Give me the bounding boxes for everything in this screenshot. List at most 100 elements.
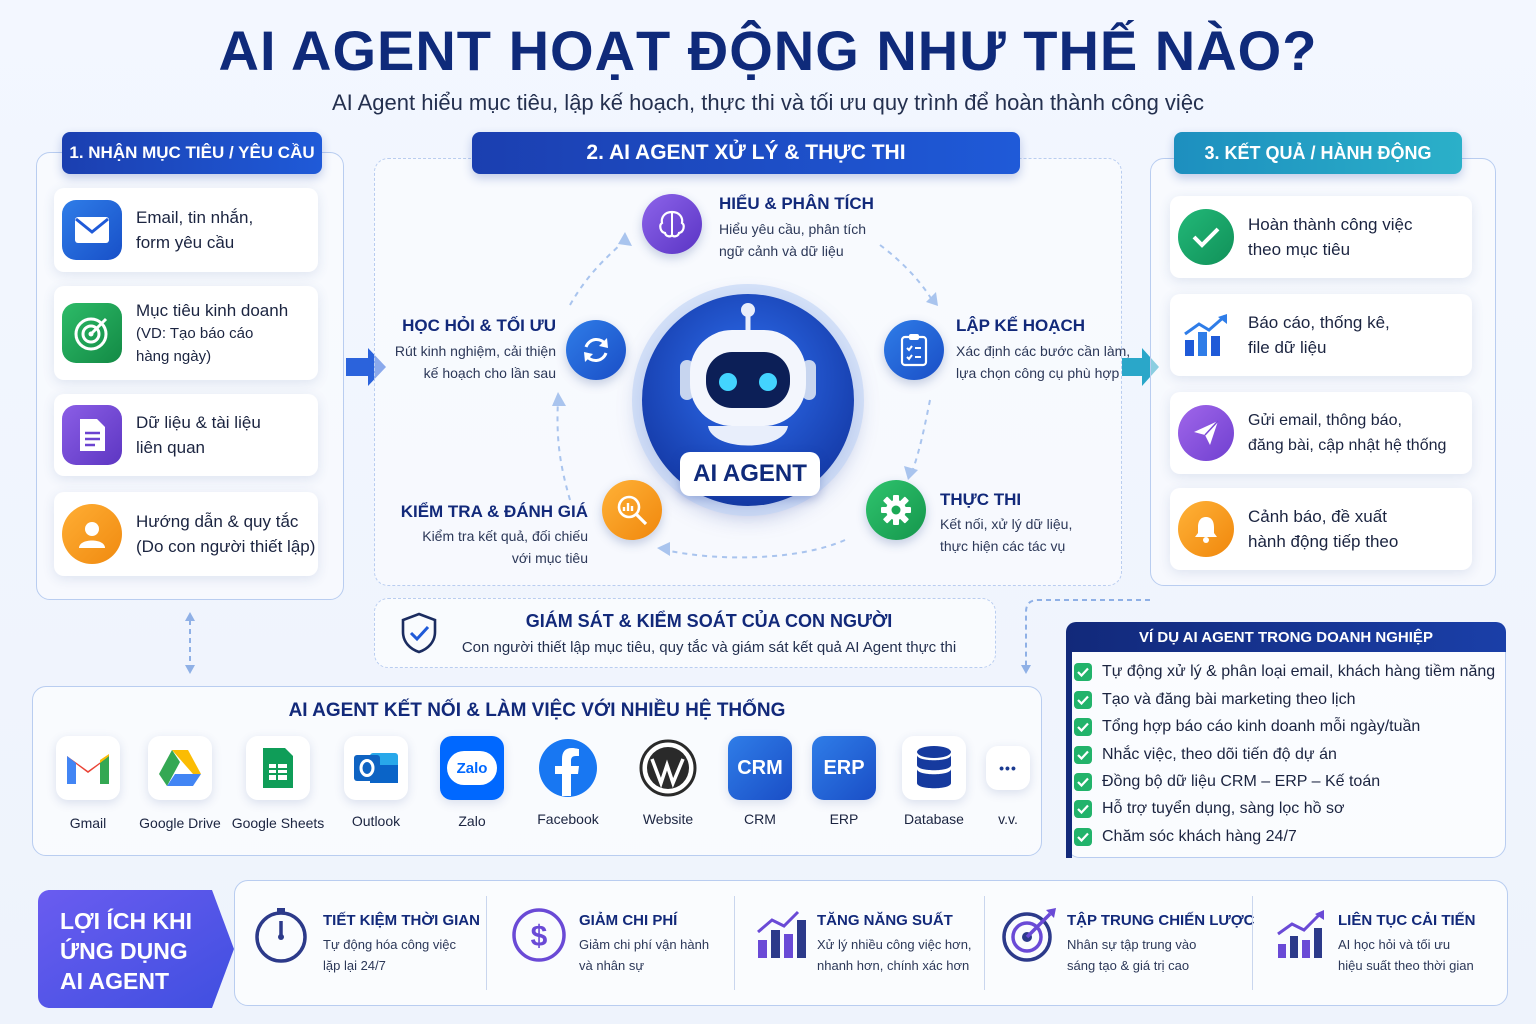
erp-logo-text: ERP <box>823 756 865 779</box>
ai-agent-label: AI AGENT <box>680 452 820 496</box>
examples-accent-bar <box>1066 652 1072 858</box>
output-tag: 3. KẾT QUẢ / HÀNH ĐỘNG <box>1174 132 1462 174</box>
check-icon <box>1074 691 1092 709</box>
benefit-divider <box>1252 896 1253 990</box>
benefit-time-title: TIẾT KIỆM THỜI GIAN <box>323 912 480 929</box>
output-card-send: Gửi email, thông báo,đăng bài, cập nhật … <box>1170 392 1472 474</box>
shield-check-icon <box>401 612 437 654</box>
benefits-heading: LỢI ÍCH KHI ỨNG DỤNG AI AGENT <box>60 908 193 994</box>
input-tag: 1. NHẬN MỤC TIÊU / YÊU CẦU <box>62 132 322 174</box>
app-label-outlook: Outlook <box>351 813 401 829</box>
benefit-cost-title: GIẢM CHI PHÍ <box>579 912 678 929</box>
gmail-icon <box>56 736 120 800</box>
app-label-crm: CRM <box>744 811 776 827</box>
mail-icon <box>62 200 122 260</box>
process-tag: 2. AI AGENT XỬ LÝ & THỰC THI <box>472 132 1020 174</box>
app-label-erp: ERP <box>829 811 859 827</box>
app-label-google-drive: Google Drive <box>139 815 221 831</box>
output-card-report: Báo cáo, thống kê,file dữ liệu <box>1170 294 1472 376</box>
page-title: AI AGENT HOẠT ĐỘNG NHƯ THẾ NÀO? <box>218 19 1318 82</box>
step-learn-title: HỌC HỎI & TỐI ƯU <box>402 316 556 335</box>
app-label-gmail: Gmail <box>69 815 107 831</box>
step-execute-desc: Kết nối, xử lý dữ liệu,thực hiện các tác… <box>940 516 1073 554</box>
zalo-logo-text: Zalo <box>447 751 497 785</box>
app-label-database: Database <box>904 811 964 827</box>
benefit-divider <box>984 896 985 990</box>
step-execute-title: THỰC THI <box>940 490 1022 509</box>
arrow-right-icon <box>346 348 386 386</box>
input-card-rules: Hướng dẫn & quy tắc(Do con người thiết l… <box>54 492 318 576</box>
more-icon: ••• <box>986 746 1030 790</box>
example-item: Nhắc việc, theo dõi tiến độ dự án <box>1074 746 1337 764</box>
dollar-icon: $ <box>512 908 566 962</box>
oversight-title: GIÁM SÁT & KIỂM SOÁT CỦA CON NGƯỜI <box>525 611 893 631</box>
check-icon <box>1074 746 1092 764</box>
check-icon <box>1074 800 1092 818</box>
strategy-target-icon <box>1002 908 1056 962</box>
examples-panel <box>1066 622 1506 858</box>
app-label-zalo: Zalo <box>458 813 486 829</box>
google-sheets-icon <box>246 736 310 800</box>
app-label-website: Website <box>642 811 694 827</box>
example-item: Đồng bộ dữ liệu CRM – ERP – Kế toán <box>1074 773 1380 791</box>
step-understand-title: HIỂU & PHÂN TÍCH <box>719 194 874 213</box>
example-item: Chăm sóc khách hàng 24/7 <box>1074 828 1297 846</box>
erp-icon: ERP <box>812 736 876 800</box>
more-logo-text: ••• <box>999 760 1017 776</box>
benefits-badge-bg <box>38 890 234 1008</box>
crm-logo-text: CRM <box>737 756 783 779</box>
gear-icon <box>866 480 926 540</box>
benefit-strategy-title: TẬP TRUNG CHIẾN LƯỢC <box>1067 912 1255 929</box>
robot-icon <box>680 303 816 446</box>
user-icon <box>62 504 122 564</box>
check-icon <box>1074 663 1092 681</box>
outlook-icon <box>344 736 408 800</box>
check-icon <box>1074 828 1092 846</box>
example-item: Tạo và đăng bài marketing theo lịch <box>1074 691 1355 709</box>
productivity-chart-icon <box>757 910 806 958</box>
connector-down <box>185 612 195 674</box>
benefit-productivity-title: TĂNG NĂNG SUẤT <box>817 912 953 929</box>
app-label-google-sheets: Google Sheets <box>231 815 325 831</box>
connector-output-down <box>1021 599 1150 674</box>
document-icon <box>62 405 122 465</box>
step-plan-title: LẬP KẾ HOẠCH <box>956 316 1086 335</box>
arrow-right-icon <box>1122 348 1159 386</box>
bell-icon <box>1178 501 1234 557</box>
example-item: Tự động xử lý & phân loại email, khách h… <box>1074 663 1495 681</box>
integrations-title: AI AGENT KẾT NỐI & LÀM VIỆC VỚI NHIỀU HỆ… <box>288 700 786 721</box>
google-drive-icon <box>148 736 212 800</box>
input-card-email: Email, tin nhắn,form yêu cầu <box>54 188 318 272</box>
benefit-productivity-desc: Xử lý nhiều công việc hơn,nhanh hơn, chí… <box>817 937 972 973</box>
step-evaluate-title: KIỂM TRA & ĐÁNH GIÁ <box>400 502 588 521</box>
clock-icon <box>255 908 307 963</box>
clipboard-icon <box>884 320 944 380</box>
check-circle-icon <box>1178 209 1234 265</box>
svg-text:$: $ <box>531 920 548 953</box>
benefit-divider <box>734 896 735 990</box>
app-label-facebook: Facebook <box>537 811 599 827</box>
step-plan-desc: Xác định các bước cần làm,lựa chọn công … <box>956 343 1131 381</box>
example-item: Hỗ trợ tuyển dụng, sàng lọc hồ sơ <box>1074 800 1344 818</box>
check-icon <box>1074 718 1092 736</box>
example-item: Tổng hợp báo cáo kinh doanh mỗi ngày/tuầ… <box>1074 718 1420 736</box>
facebook-icon <box>536 736 600 800</box>
examples-title: VÍ DỤ AI AGENT TRONG DOANH NGHIỆP <box>1066 622 1506 652</box>
benefit-divider <box>486 896 487 990</box>
app-label-more: v.v. <box>998 811 1018 827</box>
brain-icon <box>642 194 702 254</box>
crm-icon: CRM <box>728 736 792 800</box>
benefit-improve-title: LIÊN TỤC CẢI TIẾN <box>1338 912 1476 929</box>
page-subtitle: AI Agent hiểu mục tiêu, lập kế hoạch, th… <box>331 90 1205 115</box>
oversight-desc: Con người thiết lập mục tiêu, quy tắc và… <box>461 639 957 656</box>
oversight-box <box>374 598 996 668</box>
